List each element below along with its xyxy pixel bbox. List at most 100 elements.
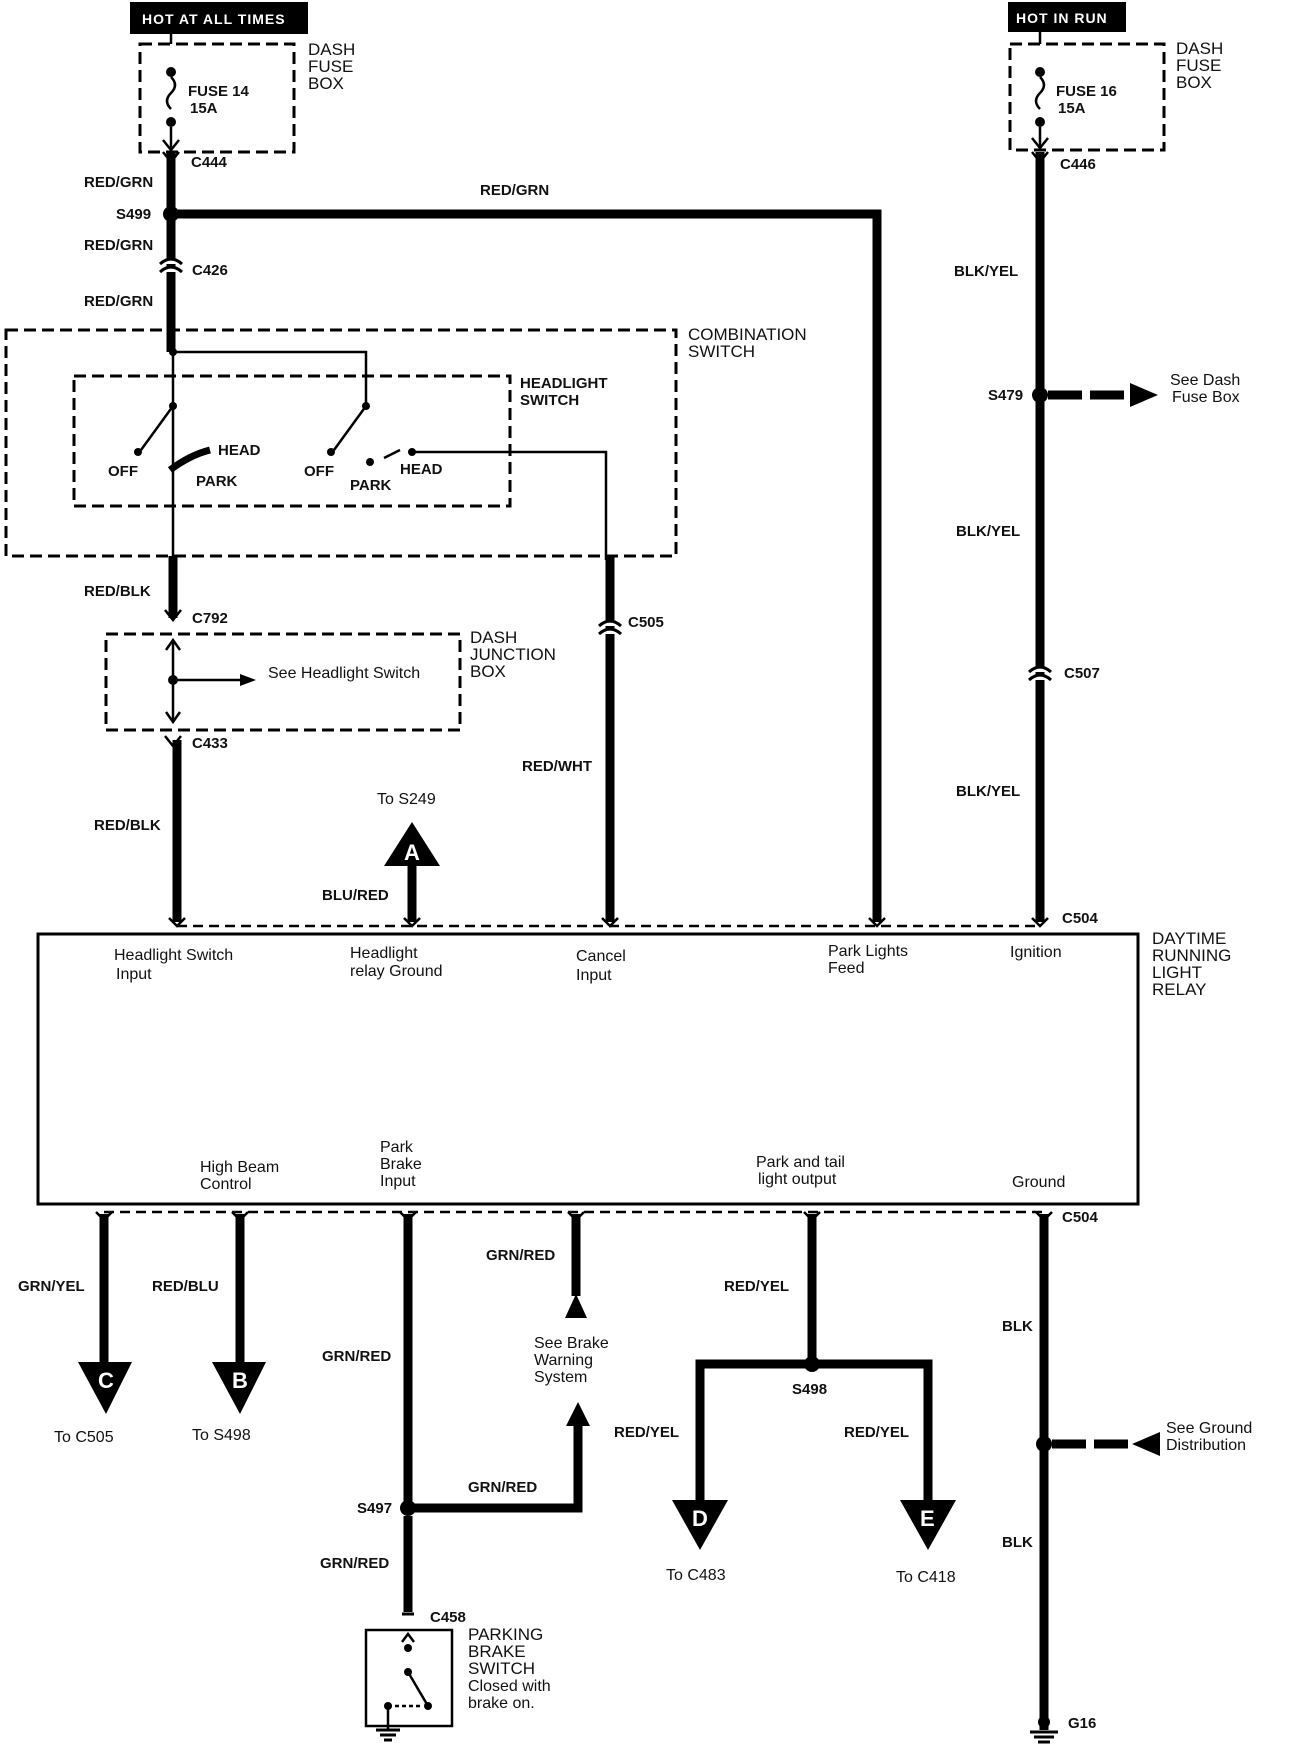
grn-red-label-2: GRN/RED: [322, 1348, 391, 1365]
red-yel-wire-left: [695, 1359, 812, 1500]
combination-switch-title-2: SWITCH: [688, 342, 755, 361]
c507-label: C507: [1064, 665, 1100, 682]
pin-ground: Ground: [1012, 1174, 1065, 1191]
pin-park-lights-feed-2: Feed: [828, 960, 864, 977]
grn-red-label-3: GRN/RED: [468, 1479, 537, 1496]
s498-label: S498: [792, 1381, 827, 1398]
left-fuse-symbol: [162, 67, 180, 153]
dash-junction-box-outline: [104, 632, 462, 732]
red-grn-label-1: RED/GRN: [84, 174, 153, 191]
red-yel-label-3: RED/YEL: [844, 1424, 909, 1441]
pin-headlight-relay-ground-1: Headlight: [350, 945, 418, 962]
left-fuse-box-title-3: BOX: [308, 74, 344, 93]
grn-red-wire-brake-warning: [408, 1426, 583, 1513]
c446-label: C446: [1060, 156, 1096, 173]
s479-splice: [1032, 387, 1048, 403]
hot-in-run-badge: [1008, 2, 1126, 32]
combination-switch-outline: [4, 328, 678, 558]
see-ground-distribution-1: See Ground: [1166, 1420, 1252, 1437]
red-grn-label-top: RED/GRN: [480, 182, 549, 199]
c444-connector: [162, 151, 180, 165]
c458-label: C458: [430, 1609, 466, 1626]
pin-cancel-input-2: Input: [576, 967, 612, 984]
grn-red-label-4: GRN/RED: [320, 1555, 389, 1572]
relay-title-2: RUNNING: [1152, 946, 1231, 965]
relay-title-3: LIGHT: [1152, 963, 1202, 982]
right-fuse-box-title-1: DASH: [1176, 39, 1223, 58]
left-fuse-box-title-2: FUSE: [308, 57, 353, 76]
c792-connector: [164, 609, 182, 623]
blk-yel-label-2: BLK/YEL: [956, 523, 1020, 540]
s479-label: S479: [988, 387, 1023, 404]
see-headlight-switch-note: See Headlight Switch: [268, 665, 420, 682]
right-fuse-box-outline: [1008, 42, 1166, 152]
red-blk-label-1: RED/BLK: [84, 583, 151, 600]
arrow-c: [78, 1362, 132, 1414]
parking-brake-title-1: PARKING: [468, 1625, 543, 1644]
parking-brake-title-2: BRAKE: [468, 1642, 526, 1661]
brake-warning-arrow-top: [565, 1294, 587, 1318]
see-dash-fuse-box-1: See Dash: [1170, 372, 1240, 389]
grn-yel-label: GRN/YEL: [18, 1278, 85, 1295]
park-label-2: PARK: [350, 477, 392, 494]
red-grn-label-3: RED/GRN: [84, 293, 153, 310]
arrow-e-label: To C418: [896, 1569, 956, 1586]
red-blu-label: RED/BLU: [152, 1278, 219, 1295]
c426-connector: [158, 257, 184, 274]
see-brake-warning-3: System: [534, 1369, 587, 1386]
right-fuse-box-title-2: FUSE: [1176, 56, 1221, 75]
g16-label: G16: [1068, 1715, 1096, 1732]
c444-label: C444: [191, 154, 228, 171]
junction-box-internal: [164, 637, 256, 725]
c504-bottom-label: C504: [1062, 1209, 1099, 1226]
c505-connector: [597, 619, 623, 636]
c446-connector: [1031, 151, 1049, 165]
junction-box-title-3: BOX: [470, 662, 506, 681]
g16-ground-symbol: [1030, 1716, 1058, 1744]
daytime-running-light-relay: [36, 932, 1140, 1206]
head-label-1: HEAD: [218, 442, 261, 459]
arrow-e: [900, 1500, 956, 1550]
junction-box-title-2: JUNCTION: [470, 645, 556, 664]
parking-brake-note-2: brake on.: [468, 1695, 535, 1712]
arrow-b-label: To S498: [192, 1427, 251, 1444]
relay-title-1: DAYTIME: [1152, 929, 1226, 948]
blu-red-label: BLU/RED: [322, 887, 389, 904]
headlight-switch-outline: [72, 374, 512, 508]
pin-headlight-relay-ground-2: relay Ground: [350, 963, 443, 980]
arrow-a: [384, 822, 440, 866]
pin-headlight-switch-input-1: Headlight Switch: [114, 947, 233, 964]
c433-label: C433: [192, 735, 228, 752]
s479-branch-arrow: [1130, 383, 1158, 407]
pin-high-beam-control-1: High Beam: [200, 1159, 279, 1176]
headlight-switch-title-1: HEADLIGHT: [520, 375, 608, 392]
s499-label: S499: [116, 206, 151, 223]
hot-in-run-label: HOT IN RUN: [1016, 10, 1108, 26]
right-fuse-symbol: [1031, 67, 1049, 151]
red-blk-label-2: RED/BLK: [94, 817, 161, 834]
arrow-c-label: To C505: [54, 1429, 114, 1446]
see-brake-warning-1: See Brake: [534, 1335, 609, 1352]
c426-label: C426: [192, 262, 228, 279]
arrow-c-letter: C: [98, 1368, 114, 1393]
arrow-e-letter: E: [920, 1506, 935, 1531]
head-label-2: HEAD: [400, 461, 443, 478]
brake-warning-arrow-up: [566, 1402, 590, 1426]
left-fuse-box-outline: [138, 42, 296, 154]
parking-brake-title-3: SWITCH: [468, 1659, 535, 1678]
right-fuse-box-title-3: BOX: [1176, 73, 1212, 92]
s497-label: S497: [357, 1500, 392, 1517]
parking-brake-note-1: Closed with: [468, 1678, 551, 1695]
left-fuse-box-title-1: DASH: [308, 40, 355, 59]
left-fuse-rating: 15A: [190, 100, 218, 117]
pin-park-tail-output-2: light output: [758, 1171, 837, 1188]
right-fuse-label: FUSE 16: [1056, 83, 1117, 100]
arrow-b: [212, 1362, 266, 1414]
arrow-a-letter: A: [404, 840, 420, 865]
see-dash-fuse-box-2: Fuse Box: [1172, 389, 1240, 406]
left-fuse-label: FUSE 14: [188, 83, 250, 100]
park-label-1: PARK: [196, 473, 238, 490]
headlight-switch-contacts: [134, 348, 416, 473]
red-grn-label-2: RED/GRN: [84, 237, 153, 254]
headlight-switch-title-2: SWITCH: [520, 392, 579, 409]
